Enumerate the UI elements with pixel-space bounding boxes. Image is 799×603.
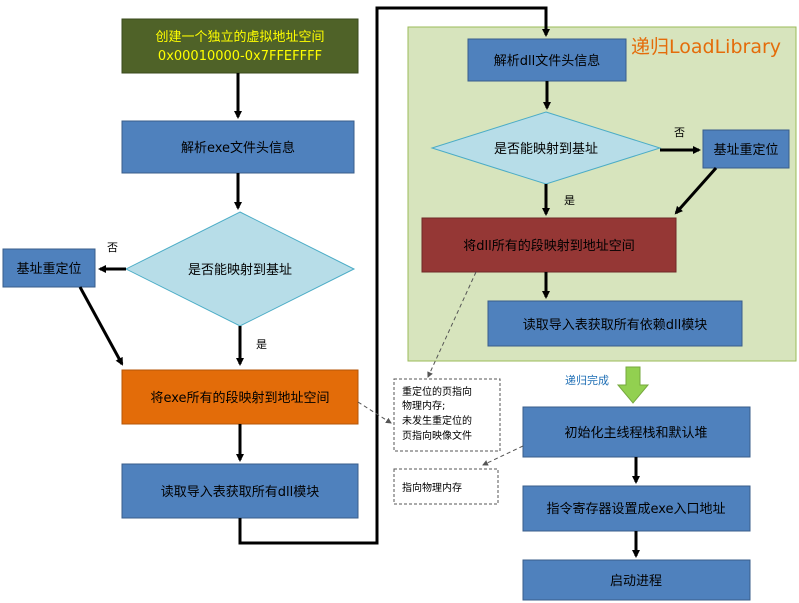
parse-exe-header-box [121, 120, 355, 174]
parse-dll-header-box [467, 38, 627, 82]
parse-exe-header-label: 解析exe文件头信息 [181, 140, 295, 156]
set-entry-box [522, 485, 751, 532]
yes-label-exe: 是 [256, 338, 267, 351]
relocation-note-line4: 页指向映像文件 [402, 429, 472, 442]
note-connector-map-exe [357, 401, 392, 424]
no-label-exe: 否 [107, 241, 118, 254]
decision-exe-label: 是否能映射到基址 [188, 262, 292, 278]
relocation-note-line1: 重定位的页指向 [402, 385, 472, 398]
decision-dll-label: 是否能映射到基址 [494, 141, 598, 157]
start-process-box [522, 559, 751, 601]
relocate-dll-box [702, 129, 790, 169]
recursion-done-label: 递归完成 [565, 373, 609, 387]
connector-import-to-recursion [238, 6, 550, 545]
set-entry-label: 指令寄存器设置成exe入口地址 [546, 501, 725, 517]
relocation-note-line3: 未发生重定位的 [402, 414, 472, 427]
arrow-relocate-to-map-dll [674, 167, 718, 215]
relocate-dll-label: 基址重定位 [713, 142, 778, 158]
init-thread-label: 初始化主线程栈和默认堆 [564, 425, 707, 441]
note-connector-init-thread [482, 445, 524, 466]
arrow-relocate-to-map-exe [78, 286, 124, 366]
yes-label-dll: 是 [564, 194, 575, 207]
init-thread-box [522, 406, 751, 458]
no-label-dll: 否 [674, 126, 685, 139]
note-connector-map-dll [427, 271, 477, 378]
parse-dll-header-label: 解析dll文件头信息 [494, 53, 600, 69]
read-import-exe-box [121, 463, 359, 519]
physical-memory-note-label: 指向物理内存 [402, 481, 462, 494]
address-range-label: 0x00010000-0x7FFEFFFF [158, 49, 322, 64]
relocation-note-box [393, 378, 501, 452]
start-process-label: 启动进程 [610, 574, 662, 589]
relocate-exe-label: 基址重定位 [16, 261, 81, 277]
map-exe-sections-label: 将exe所有的段映射到地址空间 [150, 390, 329, 406]
create-address-space-label: 创建一个独立的虚拟地址空间 [155, 29, 324, 45]
read-import-dll-label: 读取导入表获取所有依赖dll模块 [523, 318, 707, 333]
relocation-note-line2: 物理内存; [402, 399, 445, 412]
create-address-space-box [121, 18, 359, 74]
recursion-done-arrow-icon [616, 366, 650, 404]
relocate-exe-box [2, 248, 96, 288]
map-exe-sections-box [121, 369, 359, 425]
read-import-exe-label: 读取导入表获取所有dll模块 [161, 485, 319, 500]
map-dll-sections-label: 将dll所有的段映射到地址空间 [463, 238, 634, 254]
map-dll-sections-box [421, 217, 677, 273]
recursive-loadlibrary-title: 递归LoadLibrary [631, 36, 781, 58]
read-import-dll-box [487, 300, 743, 347]
physical-memory-note-box [393, 468, 499, 505]
